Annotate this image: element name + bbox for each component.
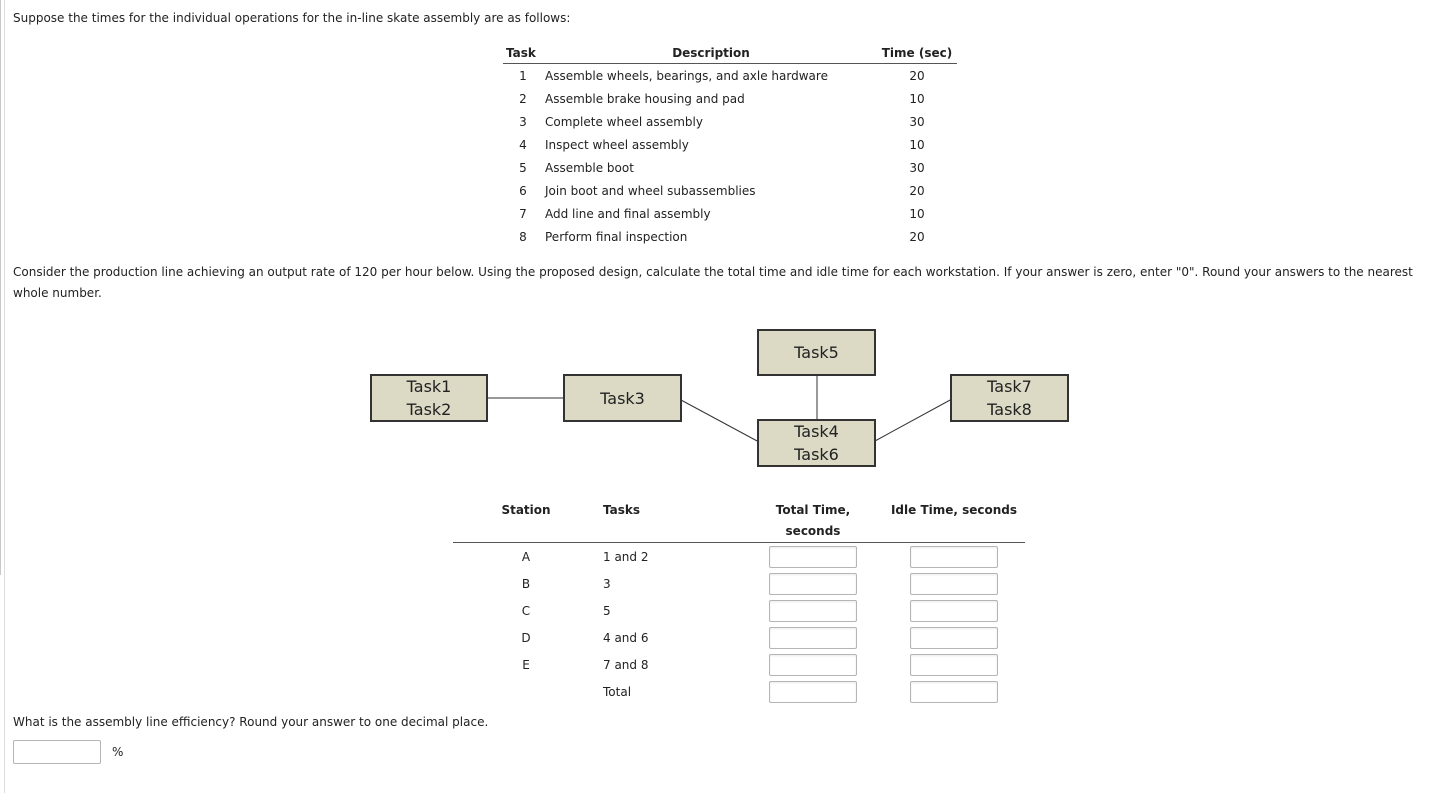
- left-border: [0, 0, 1, 575]
- workstation-box-e: Task7 Task8: [950, 374, 1069, 422]
- box-label: Task1: [406, 377, 452, 396]
- header-tasks: Tasks: [599, 500, 743, 543]
- task-row: 2 Assemble brake housing and pad 10: [503, 87, 957, 110]
- task-description: Assemble brake housing and pad: [545, 91, 745, 106]
- task-number: 7: [519, 206, 527, 221]
- station-tasks: 5: [603, 603, 611, 618]
- box-label: Task4: [794, 422, 839, 441]
- idle-time-input[interactable]: [910, 680, 998, 703]
- task-time: 20: [909, 183, 925, 198]
- workstation-box-c: Task5: [757, 329, 876, 376]
- task-number: 4: [519, 137, 527, 152]
- efficiency-question: What is the assembly line efficiency? Ro…: [13, 715, 489, 729]
- task-number: 5: [519, 160, 527, 175]
- task-row: 6 Join boot and wheel subassemblies 20: [503, 179, 957, 202]
- task-description: Complete wheel assembly: [545, 114, 703, 129]
- box-label: Task8: [987, 400, 1032, 419]
- station-label: E: [522, 657, 530, 672]
- task-times-table: Task Description Time (sec) 1 Assemble wh…: [503, 42, 957, 248]
- instructions-text: Consider the production line achieving a…: [13, 265, 1413, 300]
- idle-time-input[interactable]: [910, 572, 998, 595]
- station-row: A 1 and 2: [453, 543, 1025, 571]
- box-label: Task3: [600, 388, 645, 408]
- efficiency-unit: %: [112, 745, 124, 759]
- station-row: E 7 and 8: [453, 651, 1025, 678]
- station-row: D 4 and 6: [453, 624, 1025, 651]
- station-tasks: 4 and 6: [603, 630, 649, 645]
- station-label: B: [521, 576, 531, 591]
- task-row: 5 Assemble boot 30: [503, 156, 957, 179]
- workstation-box-d: Task4 Task6: [757, 419, 876, 467]
- connector-b-d: [680, 399, 760, 443]
- header-description: Description: [543, 42, 877, 64]
- header-time: Time (sec): [877, 42, 957, 64]
- task-number: 8: [519, 229, 527, 244]
- task-time: 20: [909, 68, 925, 83]
- station-tasks: 1 and 2: [603, 549, 649, 564]
- task-time: 30: [909, 114, 925, 129]
- box-label: Task7: [987, 377, 1032, 396]
- station-table-header: Station Tasks Total Time, seconds Idle T…: [453, 500, 1025, 543]
- task-time: 10: [909, 91, 925, 106]
- station-row-total: Total: [453, 678, 1025, 705]
- task-time: 10: [909, 137, 925, 152]
- task-time: 10: [909, 206, 925, 221]
- header-total-line1: Total Time,: [775, 503, 851, 517]
- idle-time-input[interactable]: [910, 545, 998, 568]
- box-label: Task6: [794, 445, 839, 464]
- left-border-inner: [4, 0, 5, 793]
- station-label: [453, 678, 599, 705]
- workstation-box-a: Task1 Task2: [370, 374, 488, 422]
- station-tasks: 7 and 8: [603, 657, 649, 672]
- task-description: Inspect wheel assembly: [545, 137, 689, 152]
- station-tasks: 3: [603, 576, 611, 591]
- task-time: 30: [909, 160, 925, 175]
- total-time-input[interactable]: [769, 545, 857, 568]
- total-time-input[interactable]: [769, 599, 857, 622]
- station-table: Station Tasks Total Time, seconds Idle T…: [453, 500, 1025, 705]
- header-total-line2: seconds: [785, 524, 841, 538]
- task-number: 1: [519, 68, 527, 83]
- task-table-header: Task Description Time (sec): [503, 42, 957, 64]
- intro-text: Suppose the times for the individual ope…: [13, 11, 571, 25]
- header-idle-time: Idle Time, seconds: [883, 500, 1025, 543]
- idle-time-input[interactable]: [910, 653, 998, 676]
- idle-time-input[interactable]: [910, 626, 998, 649]
- task-number: 3: [519, 114, 527, 129]
- task-row: 3 Complete wheel assembly 30: [503, 110, 957, 133]
- header-station: Station: [453, 500, 599, 543]
- station-label: A: [521, 549, 531, 564]
- task-description: Assemble boot: [545, 160, 634, 175]
- station-label: D: [521, 630, 531, 645]
- task-description: Add line and final assembly: [545, 206, 711, 221]
- station-row: B 3: [453, 570, 1025, 597]
- header-task: Task: [503, 42, 543, 64]
- efficiency-input[interactable]: [13, 740, 101, 764]
- task-description: Perform final inspection: [545, 229, 688, 244]
- task-row: 4 Inspect wheel assembly 10: [503, 133, 957, 156]
- total-time-input[interactable]: [769, 572, 857, 595]
- workstation-box-b: Task3: [563, 374, 682, 422]
- station-row: C 5: [453, 597, 1025, 624]
- total-time-input[interactable]: [769, 626, 857, 649]
- task-description: Join boot and wheel subassemblies: [545, 183, 756, 198]
- task-number: 2: [519, 91, 527, 106]
- task-time: 20: [909, 229, 925, 244]
- box-label: Task2: [406, 400, 452, 419]
- total-time-input[interactable]: [769, 680, 857, 703]
- task-row: 8 Perform final inspection 20: [503, 225, 957, 248]
- box-label: Task5: [794, 343, 839, 362]
- total-time-input[interactable]: [769, 653, 857, 676]
- station-label: C: [521, 603, 531, 618]
- task-description: Assemble wheels, bearings, and axle hard…: [545, 68, 828, 83]
- header-total-time: Total Time, seconds: [743, 500, 883, 543]
- task-number: 6: [519, 183, 527, 198]
- task-row: 7 Add line and final assembly 10: [503, 202, 957, 225]
- task-row: 1 Assemble wheels, bearings, and axle har…: [503, 64, 957, 88]
- idle-time-input[interactable]: [910, 599, 998, 622]
- station-tasks: Total: [603, 684, 632, 699]
- connector-d-e: [874, 398, 953, 442]
